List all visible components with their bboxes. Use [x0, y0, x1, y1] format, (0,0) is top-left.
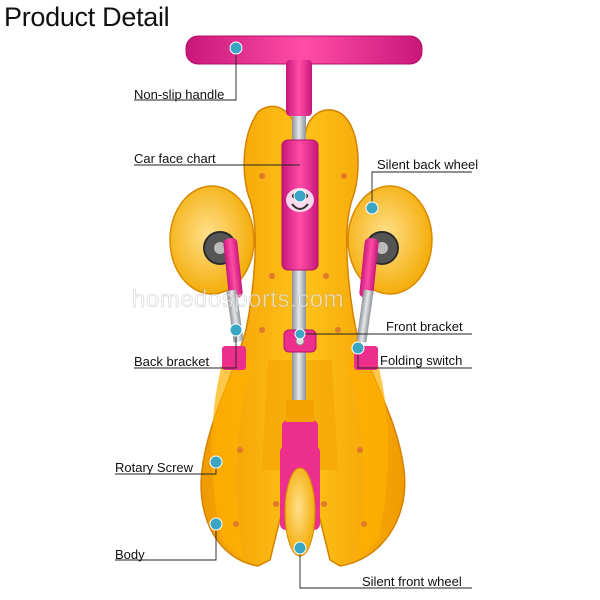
back-bracket-right	[354, 237, 379, 370]
label-car-face-chart: Car face chart	[134, 151, 216, 166]
label-non-slip-handle: Non-slip handle	[134, 87, 225, 102]
rotary-screws	[233, 173, 367, 527]
label-folding-switch: Folding switch	[380, 353, 463, 368]
label-front-bracket: Front bracket	[386, 319, 463, 334]
front-wheel	[280, 400, 320, 557]
label-rotary-screw: Rotary Screw	[115, 460, 194, 475]
watermark: homedosports.com	[132, 286, 345, 314]
car-face-chart	[281, 139, 319, 271]
non-slip-handle	[185, 35, 423, 116]
back-wheel-left	[169, 185, 255, 295]
callout-lines	[115, 48, 472, 589]
back-wheel-right	[347, 185, 433, 295]
label-back-bracket: Back bracket	[134, 354, 210, 369]
page-title: Product Detail	[4, 2, 170, 32]
label-silent-front-wheel: Silent front wheel	[362, 574, 462, 589]
callout-dots	[209, 41, 379, 555]
label-silent-back-wheel: Silent back wheel	[377, 157, 479, 172]
label-body: Body	[115, 547, 145, 562]
